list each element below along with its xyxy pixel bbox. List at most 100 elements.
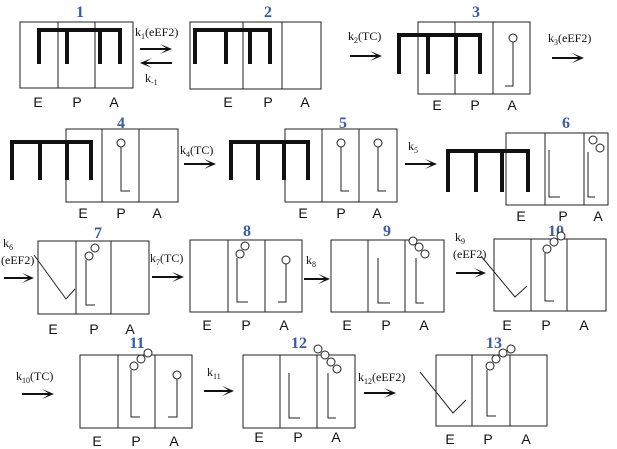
rate-label: k8 [306,253,316,269]
state-10: 10 E P A [480,223,607,333]
forward-arrow [140,44,172,54]
ribosome-box [242,354,356,429]
peptide-residue [556,231,566,241]
state-1: 1 E P A [19,4,134,110]
state-number: 5 [339,115,347,132]
peptidyl-trna-comb [229,140,310,180]
site-label-e: E [516,208,525,224]
state-8: 8 E P A [189,223,303,333]
rate-label-reverse: k-1 [145,71,158,87]
trna-body [288,373,300,419]
peptide-residue [320,350,330,360]
e-site-trna-bent [480,255,528,298]
site-label-e: E [92,433,101,449]
ribosome-box [19,21,134,89]
peptide-residue [506,344,516,354]
peptidyl-trna-body [236,258,248,303]
peptide-residue [595,143,605,153]
state-13: 13 E P A [419,335,548,447]
step-k10: k10(TC) [16,369,54,399]
step-k12: k12(eEF2) [358,370,405,398]
site-label-a: A [125,321,135,337]
peptidyl-trna-comb [10,140,93,180]
state-number: 6 [562,115,570,132]
rate-label: k1(eEF2) [135,25,178,41]
peptide-residue [420,249,430,259]
rate-factor: (eEF2) [1,253,34,267]
step-k3: k3(eEF2) [548,31,591,63]
state-7: 7 E P A [33,225,150,337]
site-label-a: A [279,317,289,333]
peptidyl-trna-comb [193,28,272,64]
peptide-residue [235,249,245,259]
site-label-p: P [541,317,550,333]
site-label-p: P [558,208,567,224]
peptide-residue [90,243,100,253]
site-label-p: P [263,94,272,110]
ribosome-box [79,354,193,429]
peptide-residue [588,135,598,145]
state-4: 4 E P A [10,115,179,221]
step-k5: k5 [405,139,437,169]
peptidyl-trna-body [130,370,140,418]
forward-arrow [405,159,437,169]
rate-label: k10(TC) [16,369,53,385]
site-label-p: P [131,433,140,449]
site-label-p: P [483,431,492,447]
ribosome-box [37,240,150,315]
state-number: 3 [472,4,480,21]
site-label-a: A [593,208,603,224]
peptide-residue [414,242,424,252]
state-11: 11 E P A [79,335,193,449]
state-3: 3 E P A [397,4,531,113]
trna-body [377,258,390,304]
peptidyl-trna-comb [397,33,482,74]
site-label-a: A [419,317,429,333]
peptide-residue [408,236,418,246]
forward-arrow [4,273,34,283]
site-label-e: E [202,317,211,333]
e-site-trna-bent [419,371,467,414]
peptidyl-trna-body [415,258,424,304]
step-k2: k2(TC) [348,29,382,61]
peptidyl-trna-body [327,373,336,419]
reverse-arrow [140,58,172,68]
site-label-e: E [33,94,42,110]
rate-label: k12(eEF2) [358,370,405,386]
state-number: 11 [129,335,144,352]
state-2: 2 E P A [189,4,322,110]
ribosome-box [493,238,607,312]
state-number: 8 [243,223,251,240]
peptide-residue [313,344,323,354]
e-site-trna-bent [33,254,76,300]
rate-factor: (eEF2) [453,247,486,261]
peptide-residue [240,241,250,251]
peptide-residue [542,244,552,254]
forward-arrow [456,268,486,278]
step-k7: k7(TC) [150,251,184,282]
state-number: 12 [291,335,307,352]
site-label-p: P [89,321,98,337]
site-label-a: A [372,205,382,221]
forward-arrow [204,386,234,396]
rate-label: k3(eEF2) [548,31,591,47]
peptide-residue [498,348,508,358]
peptide-residue [136,354,146,364]
peptide-residue [326,357,336,367]
site-label-e: E [298,205,307,221]
state-number: 7 [94,225,102,242]
aa-trna-body [278,264,287,303]
aa-trna-head [116,138,126,148]
forward-arrow [304,274,330,284]
state-number: 9 [383,223,391,240]
aa-trna-head [281,255,291,265]
aa-trna-head [373,138,383,148]
aa-trna-head [172,370,182,380]
ribosome-box [189,239,303,313]
peptidyl-trna-body [587,152,595,198]
site-label-a: A [169,433,179,449]
site-label-a: A [300,94,310,110]
site-label-e: E [445,431,454,447]
